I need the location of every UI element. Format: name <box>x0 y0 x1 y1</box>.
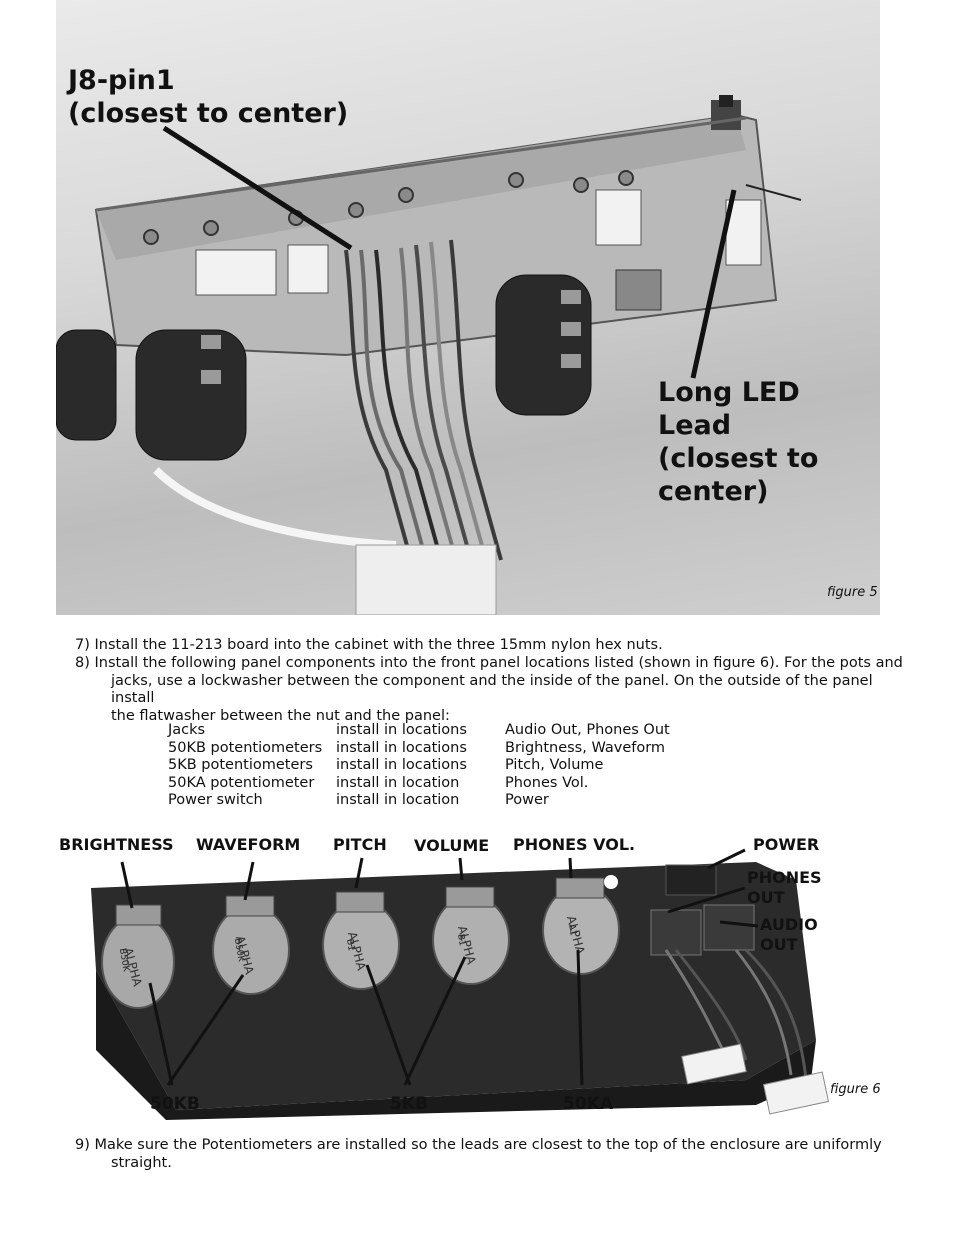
label-brightness: BRIGHTNESS <box>59 835 174 854</box>
part-name: Power switch <box>168 792 263 808</box>
table-row: 5KB potentiometers install in locations … <box>168 757 670 775</box>
table-row: 50KB potentiometers install in locations… <box>168 740 670 758</box>
led-leader-line <box>690 189 737 379</box>
label-waveform: WAVEFORM <box>196 835 301 854</box>
figure5-photo <box>56 0 880 615</box>
part-action: install in locations <box>336 722 467 738</box>
callout-j8-pin1-title: J8-pin1 <box>68 65 175 96</box>
pin1-leader-line <box>162 125 353 251</box>
label-pitch: PITCH <box>333 835 387 854</box>
label-volume: VOLUME <box>414 836 490 855</box>
part-location: Phones Vol. <box>505 774 589 791</box>
callout-j8-pin1: J8-pin1 (closest to center) <box>68 64 348 130</box>
part-name: 50KA potentiometer <box>168 774 315 791</box>
label-50ka: 50KA <box>563 1094 613 1114</box>
part-name: 50KB potentiometers <box>168 739 323 756</box>
table-row: 50KA potentiometer install in location P… <box>168 775 670 793</box>
label-50kb: 50KB <box>150 1094 200 1114</box>
part-location: Power <box>505 792 549 808</box>
parts-table: Jacks install in locations Audio Out, Ph… <box>168 722 670 810</box>
label-phones-out: PHONES OUT <box>747 868 822 908</box>
table-row: Jacks install in locations Audio Out, Ph… <box>168 722 670 740</box>
part-action: install in location <box>336 774 460 791</box>
callout-long-led: Long LED Lead (closest to center) <box>658 376 818 508</box>
step-8: 8) Install the following panel component… <box>75 655 905 725</box>
label-audio-out: AUDIO OUT <box>760 915 818 955</box>
step-9: 9) Make sure the Potentiometers are inst… <box>75 1137 905 1172</box>
figure5-caption: figure 5 <box>827 585 878 600</box>
label-phones-out-line2: OUT <box>747 888 785 907</box>
step-8-line3: the flatwasher between the nut and the p… <box>111 707 450 724</box>
part-location: Pitch, Volume <box>505 757 604 773</box>
step-9-line1: 9) Make sure the Potentiometers are inst… <box>75 1137 882 1153</box>
label-audio-out-line1: AUDIO <box>760 915 818 934</box>
part-name: 5KB potentiometers <box>168 757 313 773</box>
label-5kb: 5KB <box>390 1094 428 1114</box>
part-location: Audio Out, Phones Out <box>505 722 670 738</box>
callout-led-line: (closest to <box>658 443 819 474</box>
label-power: POWER <box>753 835 820 854</box>
table-row: Power switch install in location Power <box>168 792 670 810</box>
part-name: Jacks <box>168 722 206 738</box>
figure6-caption: figure 6 <box>830 1082 881 1097</box>
label-audio-out-line2: OUT <box>760 935 798 954</box>
callout-j8-pin1-sub: (closest to center) <box>68 98 349 129</box>
step-9-line2: straight. <box>111 1154 172 1171</box>
callout-led-line: center) <box>658 476 769 507</box>
part-location: Brightness, Waveform <box>505 739 666 756</box>
part-action: install in location <box>336 792 460 808</box>
step-8-line2: jacks, use a lockwasher between the comp… <box>111 672 873 707</box>
part-action: install in locations <box>336 739 467 756</box>
step-8-line1: 8) Install the following panel component… <box>75 655 903 671</box>
callout-led-line: Lead <box>658 410 732 441</box>
step-7: 7) Install the 11-213 board into the cab… <box>75 637 663 653</box>
board-illustration <box>56 95 802 615</box>
callout-led-line: Long LED <box>658 377 800 408</box>
label-phones-out-line1: PHONES <box>747 868 822 887</box>
part-action: install in locations <box>336 757 467 773</box>
label-phones-vol: PHONES VOL. <box>513 835 636 854</box>
